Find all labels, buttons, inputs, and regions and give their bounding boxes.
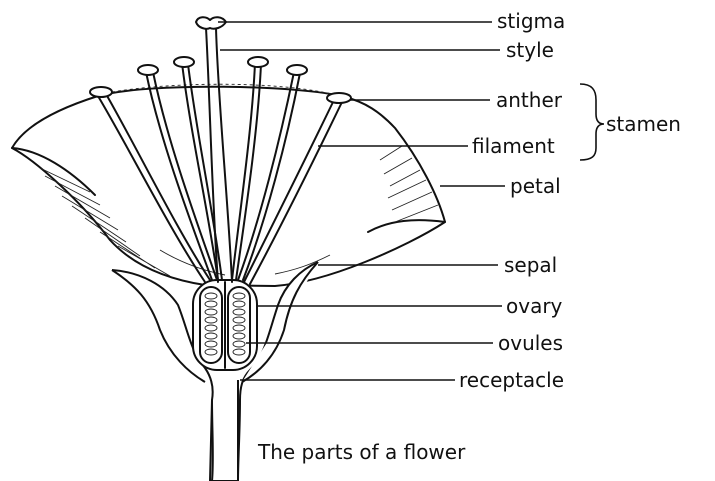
label-ovules: ovules <box>498 331 563 355</box>
label-petal: petal <box>510 174 561 198</box>
label-stamen: stamen <box>606 112 681 136</box>
label-ovary: ovary <box>506 294 563 318</box>
petal-shape <box>12 84 445 286</box>
diagram-caption: The parts of a flower <box>257 440 466 464</box>
label-stigma: stigma <box>497 9 565 33</box>
label-anther: anther <box>496 88 563 112</box>
ovary-shape <box>193 280 257 370</box>
label-filament: filament <box>472 134 555 158</box>
label-style: style <box>506 38 554 62</box>
label-receptacle: receptacle <box>459 368 564 392</box>
stamen-brace <box>580 84 604 160</box>
label-sepal: sepal <box>504 253 557 277</box>
